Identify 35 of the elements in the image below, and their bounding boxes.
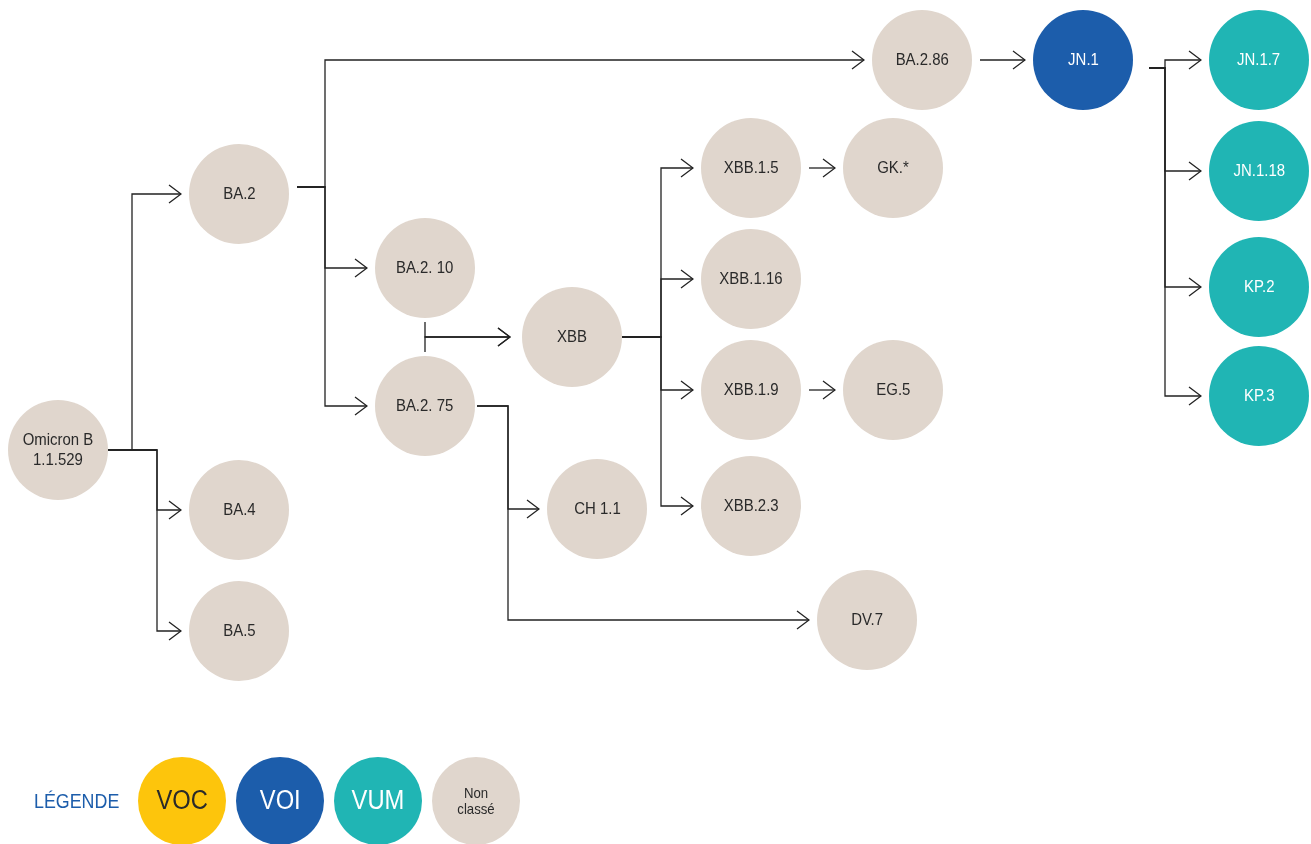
variant-label: JN.1 [1067,49,1099,71]
variant-label: XBB [557,326,587,348]
legend-text: VOC [156,786,209,816]
arrow [476,405,810,630]
arrow [296,186,368,416]
legend-text: VOI [259,786,301,816]
variant-label: JN.1.7 [1237,49,1281,71]
arrow [1148,67,1202,406]
variant-label: DV.7 [851,609,883,631]
variant-label: KP.3 [1243,385,1275,407]
variant-label: GK.* [877,157,909,179]
arrow [621,336,694,516]
variant-label: BA.2. 10 [396,257,454,279]
variant-label: XBB.1.9 [723,379,779,401]
legend-text: VUM [352,786,405,816]
arrow [808,380,836,400]
variant-label: XBB.2.3 [723,495,779,517]
variant-label: BA.2.86 [895,49,949,71]
arrow [424,327,511,353]
variant-label: KP.2 [1243,276,1275,298]
legend-text: Non classé [456,784,497,818]
variant-label: CH 1.1 [573,498,621,520]
variant-label: BA.5 [222,620,256,642]
variant-label: XBB.1.5 [723,157,779,179]
arrow [107,449,182,641]
arrow [808,158,836,178]
variant-label: BA.2. 75 [396,395,454,417]
variant-label: BA.4 [222,499,256,521]
legend-title: LÉGENDE [34,789,120,813]
arrow [979,50,1026,70]
variant-label: BA.2 [222,183,256,205]
variant-label: XBB.1.16 [719,268,783,290]
variant-label: JN.1.18 [1233,160,1285,182]
variant-label: EG.5 [875,379,911,401]
variant-label: Omicron B 1.1.529 [21,429,95,471]
